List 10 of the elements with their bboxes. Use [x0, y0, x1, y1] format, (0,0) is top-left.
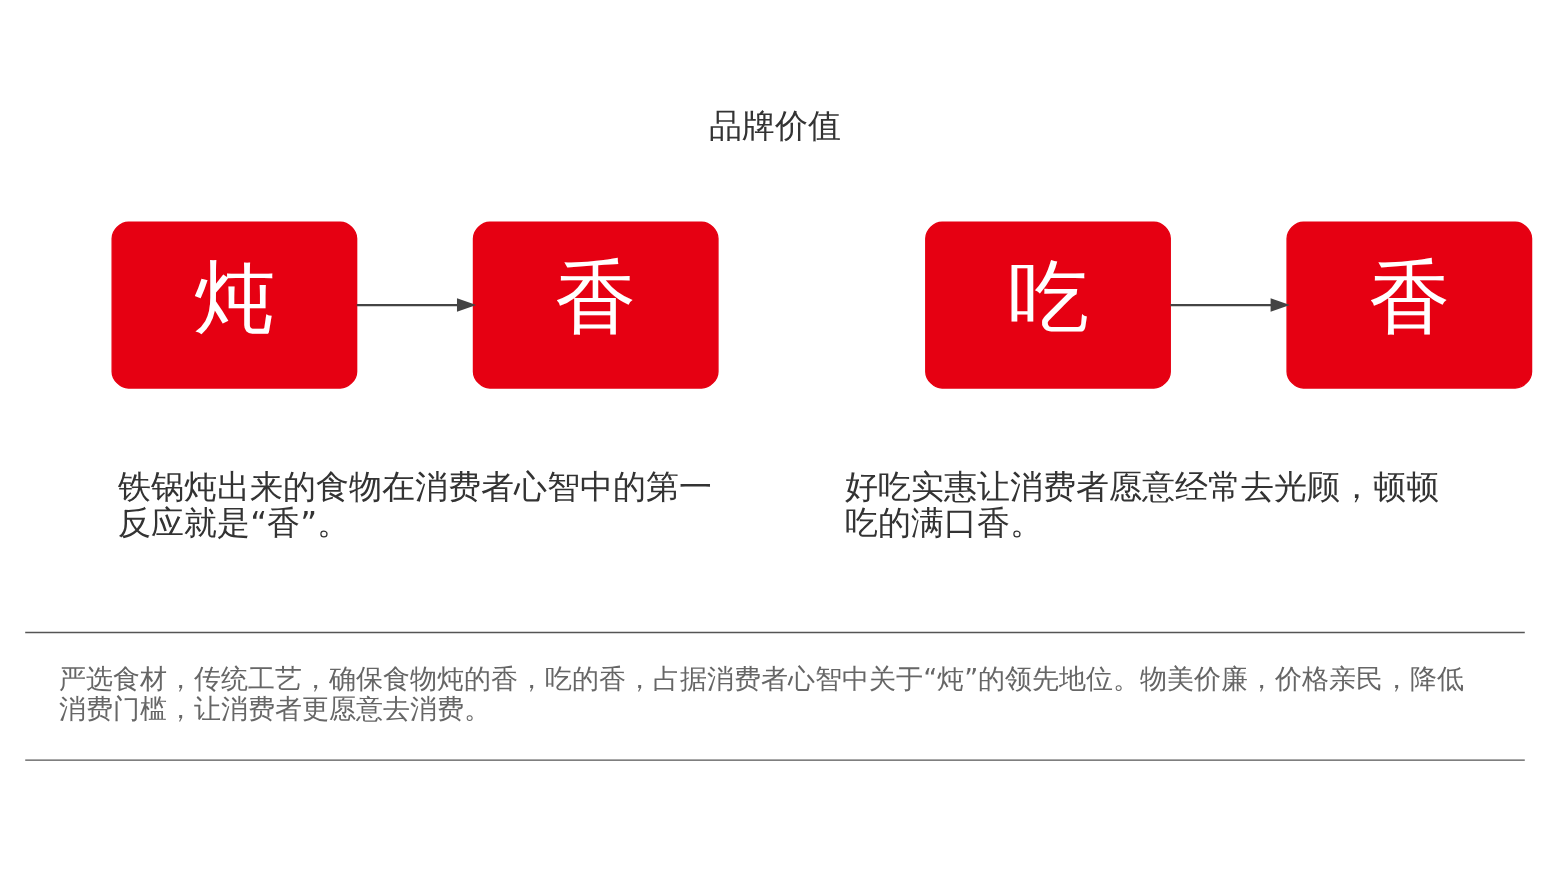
node-box: 炖: [111, 221, 358, 389]
diagram-title: 品牌价值: [709, 106, 842, 145]
node-box: 香: [472, 221, 719, 389]
arrow: [1170, 298, 1290, 312]
label: 严选食材，传统工艺，确保食物炖的香，吃的香，占据消费者心智中关于“炖”的领先地位。物美价廉，价格亲民，降低消费门槛，让消费者更愿意去消费。: [59, 663, 1465, 725]
label: 铁锅炖出来的食物在消费者心智中的第一反应就是“香”。: [118, 468, 713, 542]
node-box: 吃: [925, 221, 1171, 389]
arrow: [356, 298, 477, 312]
label: 好吃实惠让消费者愿意经常去光顾，顿顿吃的满口香。: [844, 468, 1439, 542]
node-box: 香: [1286, 221, 1533, 389]
